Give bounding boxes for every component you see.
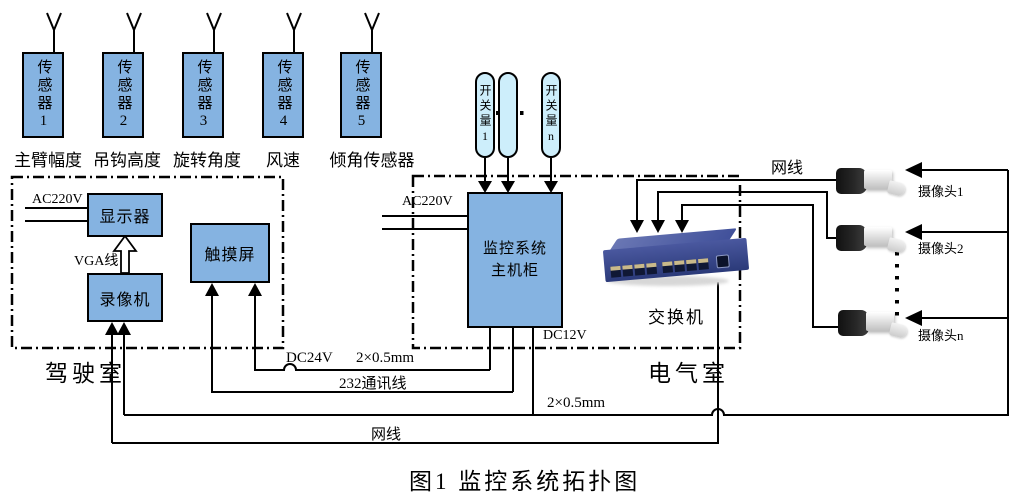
camera-to-switch-lines	[630, 179, 841, 328]
ethernet-port-icon	[674, 260, 686, 273]
cable-dc24v	[248, 283, 490, 371]
antenna-icon	[206, 12, 222, 52]
cable-spec-bottom-label: 2×0.5mm	[547, 395, 606, 411]
cab-ac-label: AC220V	[32, 192, 83, 207]
uplink-port-icon	[715, 254, 730, 269]
driver-cab-border	[10, 175, 285, 350]
cable-232	[205, 283, 513, 393]
display-label: 显示器	[99, 209, 151, 226]
cabinet-bottom-stubs	[489, 328, 534, 415]
antenna-icon	[126, 12, 142, 52]
antenna-icon	[364, 12, 380, 52]
di-to-cabinet-lines	[478, 158, 558, 193]
antenna-icon	[286, 12, 302, 52]
cable-spec-top-label: 2×0.5mm	[356, 350, 415, 366]
camera-image-1	[836, 166, 907, 200]
sensor-box-1: 传感器1	[22, 52, 64, 138]
ethernet-port-icon	[662, 261, 674, 274]
sensor-box-3-label: 传感器3	[195, 58, 212, 132]
switch-label: 交换机	[648, 308, 705, 327]
di-pill-1-label: 开关量1	[478, 84, 492, 146]
di-pill-1: 开关量1	[475, 72, 495, 158]
touchscreen-label: 触摸屏	[204, 247, 256, 264]
camera-body	[866, 312, 894, 331]
electrical-room-border	[411, 174, 742, 350]
camera-mount	[886, 180, 907, 197]
sensor-caption-3: 旋转角度	[173, 151, 241, 170]
camera-mount	[886, 237, 907, 254]
comm232-label: 232通讯线	[339, 376, 407, 392]
camera-image-2	[836, 223, 907, 257]
recorder-box: 录像机	[87, 273, 163, 322]
camera-body	[864, 170, 892, 189]
sensor-box-5: 传感器5	[340, 52, 382, 138]
ethernet-port-icon	[646, 262, 658, 275]
recorder-label: 录像机	[99, 291, 151, 309]
sensor-box-5-label: 传感器5	[353, 58, 370, 132]
net-cable-top-label: 网线	[771, 160, 804, 177]
sensor-caption-5: 倾角传感器	[329, 151, 415, 170]
sensor-caption-1: 主臂幅度	[14, 151, 82, 170]
ac-feed-lines	[25, 207, 467, 230]
net-cable-bottom-label: 网线	[371, 427, 402, 443]
camera-image-n	[838, 308, 909, 342]
camera-lens	[838, 310, 869, 336]
cabinet-box: 监控系统主机柜	[467, 192, 563, 328]
camera-label-n: 摄像头n	[918, 328, 964, 343]
display-box: 显示器	[87, 193, 163, 237]
antenna-icon	[46, 12, 62, 52]
sensor-caption-2: 吊钩高度	[93, 151, 161, 170]
electrical-room-name: 电气室	[648, 361, 729, 386]
sensor-box-4: 传感器4	[262, 52, 304, 138]
camera-label-2: 摄像头2	[918, 241, 964, 256]
camera-mount	[888, 322, 909, 339]
sensor-box-2-label: 传感器2	[115, 58, 132, 132]
di-pill-n-label: 开关量n	[544, 84, 558, 146]
dc24v-label: DC24V	[286, 350, 333, 366]
network-switch-image	[601, 228, 750, 290]
touchscreen-box: 触摸屏	[190, 223, 270, 283]
vga-arrow	[112, 234, 138, 274]
camera-label-1: 摄像头1	[918, 184, 964, 199]
room-ac-label: AC220V	[402, 194, 453, 209]
camera-feed-arrows	[905, 162, 1008, 326]
cable-net-bottom	[105, 282, 719, 444]
ethernet-port-icon	[686, 259, 697, 272]
cabinet-label: 监控系统主机柜	[482, 240, 547, 280]
ethernet-port-icon	[698, 258, 709, 271]
switch-shadow	[607, 276, 729, 286]
driver-cab-name: 驾驶室	[45, 361, 126, 386]
sensor-caption-4: 风速	[266, 151, 300, 170]
camera-body	[864, 227, 892, 246]
ethernet-port-icon	[610, 265, 622, 278]
figure-caption: 图1 监控系统拓扑图	[409, 469, 641, 494]
sensor-box-2: 传感器2	[102, 52, 144, 138]
ethernet-port-icon	[634, 263, 646, 276]
dc12v-label: DC12V	[543, 328, 587, 343]
camera-lens	[836, 168, 867, 194]
sensor-box-4-label: 传感器4	[275, 58, 292, 132]
sensor-box-1-label: 传感器1	[35, 58, 52, 132]
di-pill-middle	[498, 72, 518, 158]
ethernet-port-icon	[622, 264, 634, 277]
antenna-icons	[46, 12, 380, 52]
camera-lens	[836, 225, 867, 251]
vga-label: VGA线	[74, 254, 119, 269]
di-pill-n: 开关量n	[541, 72, 561, 158]
sensor-box-3: 传感器3	[182, 52, 224, 138]
